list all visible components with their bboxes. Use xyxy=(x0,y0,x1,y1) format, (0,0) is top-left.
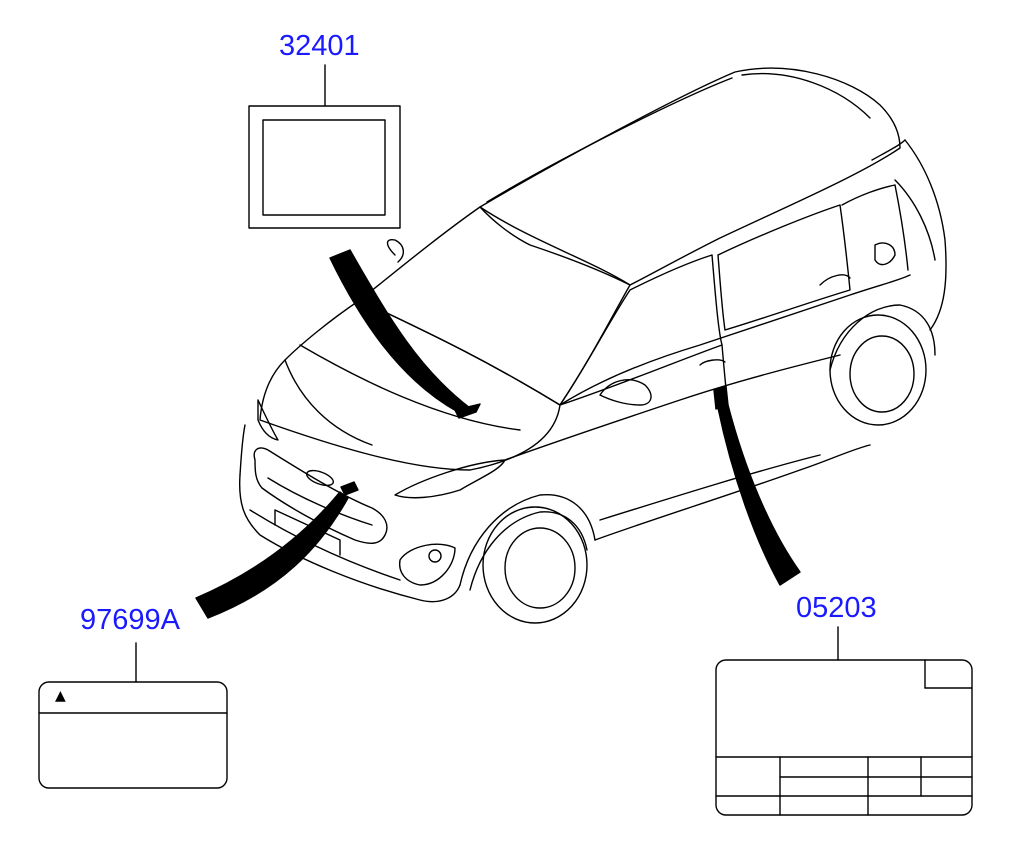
vehicle-rear xyxy=(904,139,947,331)
hood-label-marker xyxy=(454,403,481,419)
label-05203-graphic[interactable] xyxy=(715,626,973,816)
vehicle-illustration xyxy=(238,67,947,624)
vehicle-windshield xyxy=(359,206,631,406)
part-number-97699a[interactable]: 97699A xyxy=(80,604,180,636)
pointer-32401 xyxy=(329,249,471,413)
part-number-05203[interactable]: 05203 xyxy=(796,592,877,624)
grille-label-marker xyxy=(340,481,359,496)
vehicle-grille xyxy=(253,447,388,544)
label-97699a-graphic[interactable] xyxy=(38,642,228,789)
side-window-rear xyxy=(717,204,851,331)
vehicle-side xyxy=(559,274,911,406)
callout-pointers xyxy=(195,249,801,619)
part-number-32401[interactable]: 32401 xyxy=(279,30,360,62)
rear-wheel xyxy=(829,314,927,426)
label-32401-graphic[interactable] xyxy=(248,64,401,229)
pointer-97699a xyxy=(195,491,349,619)
front-wheel xyxy=(482,506,588,624)
side-mirror xyxy=(599,379,652,406)
vehicle-hood xyxy=(259,299,561,471)
warning-triangle-icon: ▲ xyxy=(55,688,66,704)
vehicle-roof xyxy=(479,67,901,286)
pointer-05203 xyxy=(717,404,801,586)
side-window-front xyxy=(559,254,723,406)
